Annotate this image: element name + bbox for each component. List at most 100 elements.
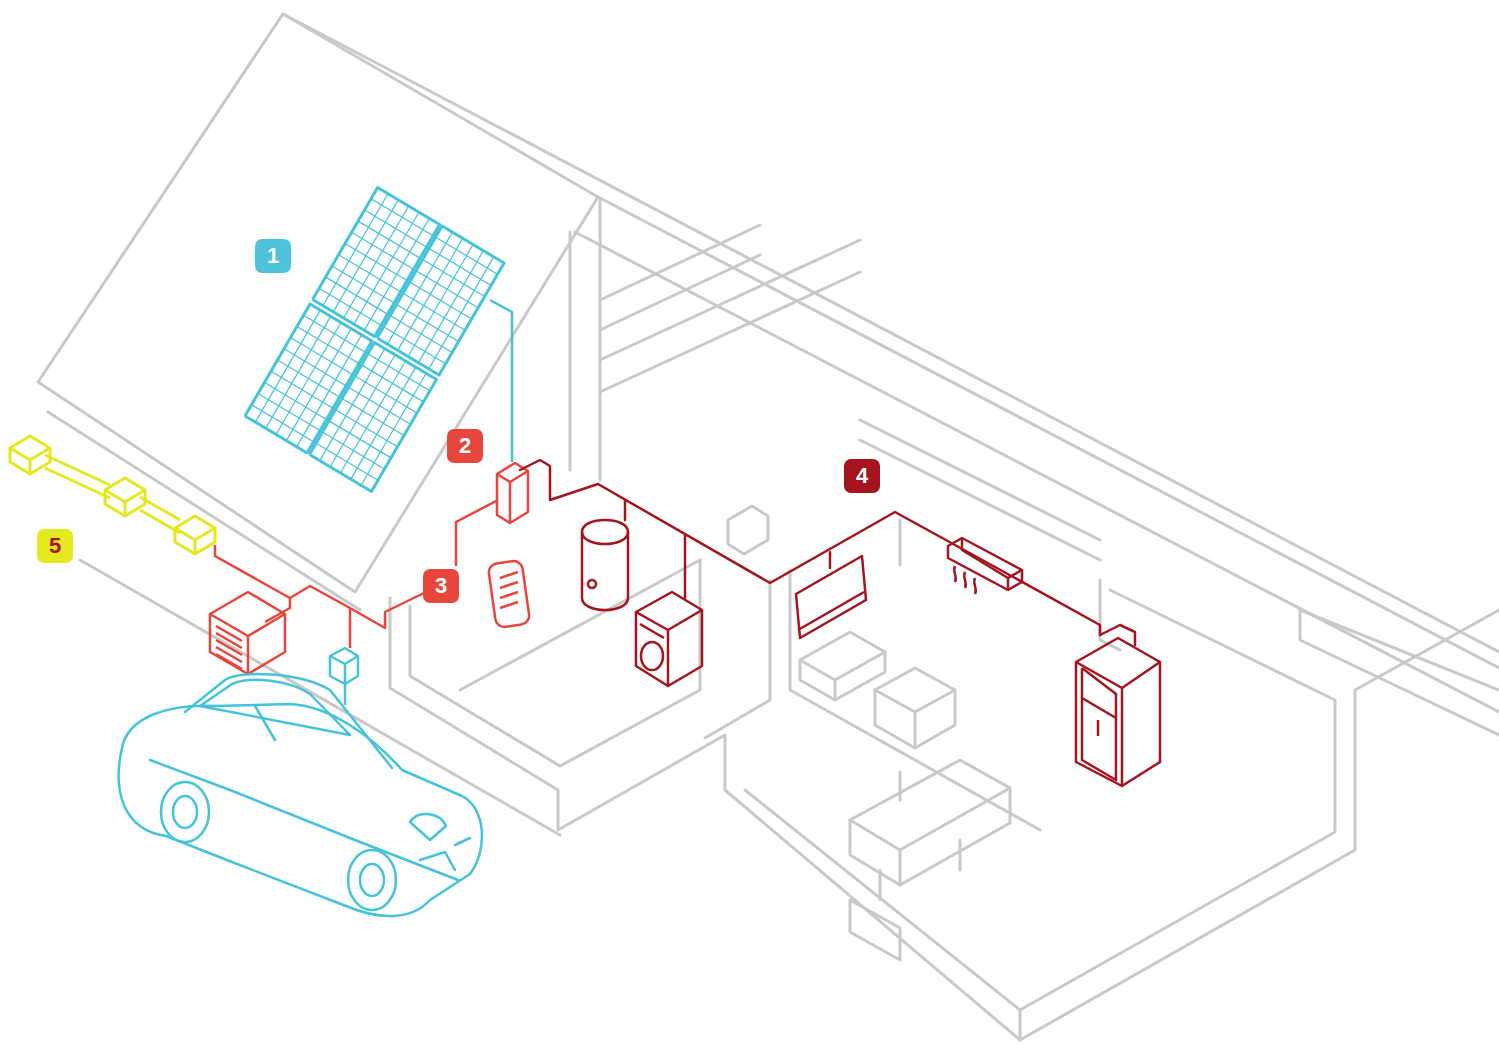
house-structure-part [283, 14, 1499, 652]
callout-badge: 3 [423, 569, 459, 603]
appliances-part [588, 580, 596, 588]
house-structure-part [598, 197, 1499, 668]
house-structure-part [850, 900, 900, 960]
inverter-battery-part [497, 471, 528, 482]
electric-car-part [200, 680, 350, 735]
heat-pump-part [216, 654, 242, 669]
inverter-battery-part [497, 463, 528, 523]
house-wiring-part [624, 500, 627, 520]
house-structure-part [410, 560, 700, 766]
inverter-battery-part [500, 592, 518, 598]
solar-panels-part [323, 194, 388, 306]
house-structure-part [600, 240, 860, 360]
appliances-part [1121, 688, 1124, 786]
heat-pump-part [216, 626, 242, 641]
house-structure-part [600, 255, 760, 330]
appliances-part [1007, 578, 1010, 590]
electric-car-part [173, 796, 197, 828]
inverter-battery-part [509, 482, 512, 523]
appliances-part [636, 592, 702, 686]
house-wiring [520, 460, 1135, 645]
electric-car-part [185, 674, 392, 768]
electric-car-part [119, 704, 482, 916]
house-structure-part [38, 14, 598, 592]
heat-pump-part [216, 633, 242, 648]
inverter-battery [488, 463, 531, 628]
heat-pump [210, 592, 285, 674]
ac-wiring-part [456, 500, 498, 566]
appliances-part [798, 592, 864, 630]
ev-charger-part [330, 648, 358, 684]
appliances-part [962, 538, 1022, 578]
house-structure-part [875, 690, 955, 712]
house-structure-part [860, 440, 1100, 560]
electric-car-part [161, 782, 209, 842]
appliances-part [1082, 698, 1116, 718]
solar-panels-part [255, 310, 320, 422]
solar-panels-part [330, 355, 395, 467]
house-structure-part [1019, 1010, 1022, 1040]
house-structure-part [899, 520, 902, 565]
callout-number: 4 [856, 465, 868, 487]
solar-panels-part [340, 361, 405, 473]
yellow-roof-modules-part [194, 540, 197, 554]
house-wiring-part [684, 535, 687, 598]
house-structure-part [914, 712, 917, 748]
solar-panels [245, 188, 504, 492]
solar-panels-part [429, 257, 494, 369]
inverter-battery-part [500, 572, 518, 578]
house-structure-part [600, 272, 860, 392]
house-wiring-part [829, 552, 832, 568]
solar-panels-part [418, 251, 483, 363]
callout-badge: 5 [37, 529, 73, 563]
appliances-part [582, 520, 628, 610]
yellow-roof-modules-part [45, 468, 110, 498]
ev-charger-part [330, 656, 358, 664]
appliances-part [1097, 720, 1100, 736]
appliances-part [948, 538, 1022, 590]
house-structure-part [728, 506, 768, 554]
house-structure-part [899, 772, 902, 800]
house-structure-part [959, 840, 962, 870]
solar-panels-part [320, 349, 385, 461]
appliances-part [954, 566, 976, 594]
solar-panels-part [333, 200, 398, 312]
ev-charger [330, 648, 358, 684]
electric-car-part [410, 814, 446, 840]
house-structure-part [899, 850, 902, 885]
house-structure-part [599, 200, 602, 480]
house-structure-part [800, 632, 885, 700]
solar-panels-part [398, 238, 463, 350]
house-structure-part [600, 225, 760, 300]
house-structure [38, 14, 1499, 1040]
ac-wiring-part [215, 545, 424, 628]
electric-car-part [360, 864, 384, 896]
house-structure-part [390, 598, 1499, 1040]
appliances-part [1076, 638, 1160, 786]
electric-car-part [255, 706, 275, 740]
electric-car-part [455, 838, 470, 845]
yellow-roof-modules-part [45, 455, 110, 485]
solar-panels-part [361, 373, 426, 485]
yellow-roof-modules-part [105, 490, 145, 502]
house-structure-part [850, 788, 1010, 885]
house-structure-part [745, 590, 1335, 1010]
callout-number: 2 [459, 435, 471, 457]
appliances-part [1082, 668, 1116, 780]
inverter-battery-part [500, 602, 518, 608]
solar-panels-part [377, 226, 504, 375]
solar-panels-part [266, 316, 331, 428]
electric-car-part [420, 852, 455, 870]
heat-pump-part [216, 640, 242, 655]
solar-panels-part [387, 232, 452, 344]
house-structure-part [575, 232, 1499, 712]
house-structure-part [834, 680, 837, 700]
electric-car-part [150, 760, 458, 880]
yellow-roof-modules-part [124, 502, 127, 516]
callout-badge: 1 [255, 239, 291, 273]
appliances-part [582, 532, 628, 544]
appliances-part [641, 642, 663, 670]
yellow-roof-modules-part [10, 448, 50, 460]
house-structure-part [860, 420, 1100, 540]
